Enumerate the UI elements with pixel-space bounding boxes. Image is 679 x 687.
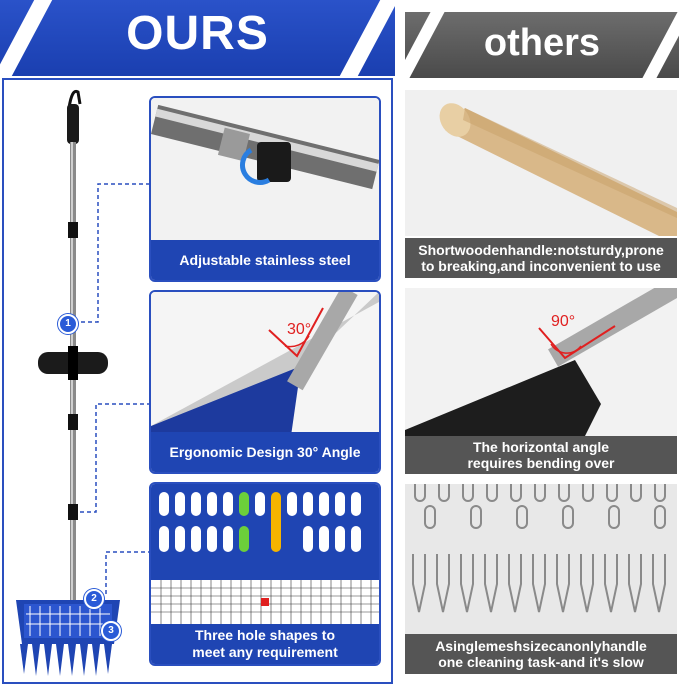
steel-joint-image bbox=[151, 98, 379, 244]
wooden-handle-image bbox=[405, 90, 677, 236]
holes-caption: Three hole shapes to meet any requiremen… bbox=[151, 624, 379, 664]
others-panel-wood: Shortwoodenhandle:notsturdy,prone to bre… bbox=[405, 90, 677, 278]
steel-caption: Adjustable stainless steel bbox=[151, 240, 379, 280]
angle-90-image: 90° bbox=[405, 288, 677, 436]
angle-caption: Ergonomic Design 30° Angle bbox=[151, 432, 379, 472]
holes-caption-line1: Three hole shapes to bbox=[194, 627, 336, 643]
mesh-caption-line2: one cleaning task-and it's slow bbox=[438, 654, 644, 670]
marker-3: 3 bbox=[101, 621, 121, 641]
mesh-caption: Asinglemeshsizecanonlyhandle one cleanin… bbox=[405, 634, 677, 674]
wood-caption-line2: to breaking,and inconvenient to use bbox=[421, 258, 661, 274]
angle-30-label: 30° bbox=[287, 321, 311, 338]
wood-caption: Shortwoodenhandle:notsturdy,prone to bre… bbox=[405, 238, 677, 278]
others-panel-angle: 90° The horizontal angle requires bendin… bbox=[405, 288, 677, 474]
feature-card-holes: Three hole shapes to meet any requiremen… bbox=[149, 482, 381, 666]
single-mesh-image bbox=[405, 484, 677, 634]
marker-2: 2 bbox=[84, 589, 104, 609]
product-illustration bbox=[16, 89, 149, 676]
angle90-caption: The horizontal angle requires bending ov… bbox=[405, 436, 677, 474]
hole-shapes-image bbox=[151, 484, 379, 624]
angle90-caption-line1: The horizontal angle bbox=[472, 439, 610, 455]
holes-caption-line2: meet any requirement bbox=[192, 644, 338, 660]
feature-card-angle: 30° Ergonomic Design 30° Angle bbox=[149, 290, 381, 474]
others-panel-mesh: Asinglemeshsizecanonlyhandle one cleanin… bbox=[405, 484, 677, 674]
angle-90-label: 90° bbox=[551, 313, 575, 330]
angle-30-image: 30° bbox=[151, 292, 379, 436]
wood-caption-line1: Shortwoodenhandle:notsturdy,prone bbox=[418, 242, 664, 258]
ours-title: OURS bbox=[126, 7, 269, 60]
others-title: others bbox=[483, 22, 601, 64]
others-header: others bbox=[395, 12, 679, 78]
feature-card-steel: Adjustable stainless steel bbox=[149, 96, 381, 282]
ours-frame bbox=[2, 78, 393, 684]
marker-1: 1 bbox=[58, 314, 78, 334]
angle90-caption-line2: requires bending over bbox=[467, 455, 615, 471]
mesh-caption-line1: Asinglemeshsizecanonlyhandle bbox=[435, 638, 647, 654]
ours-header: OURS bbox=[0, 0, 399, 76]
